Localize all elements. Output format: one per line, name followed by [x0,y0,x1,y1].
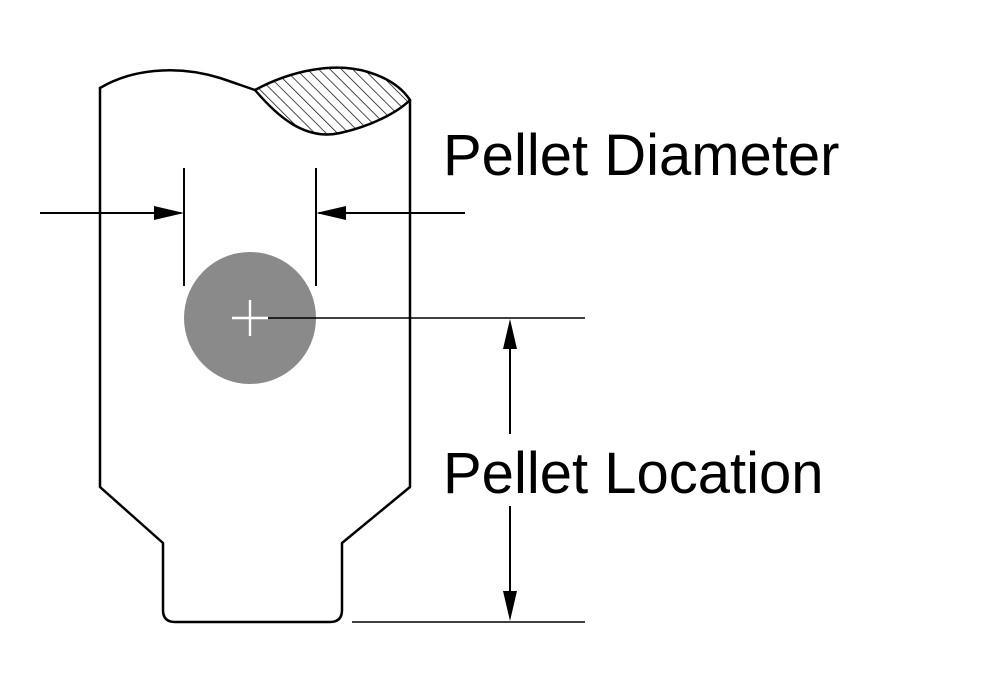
hatched-break-region-icon [253,66,412,136]
pellet-center-mark-icon [232,300,268,336]
pellet-location-label: Pellet Location [443,441,823,506]
shell-body-outline [98,86,412,624]
arrowhead-left-icon [316,206,346,220]
break-line-top [98,69,257,92]
arrowhead-down-icon [503,591,517,621]
pellet-diameter-label: Pellet Diameter [443,123,839,188]
arrowhead-right-icon [154,206,184,220]
arrowhead-up-icon [503,319,517,349]
